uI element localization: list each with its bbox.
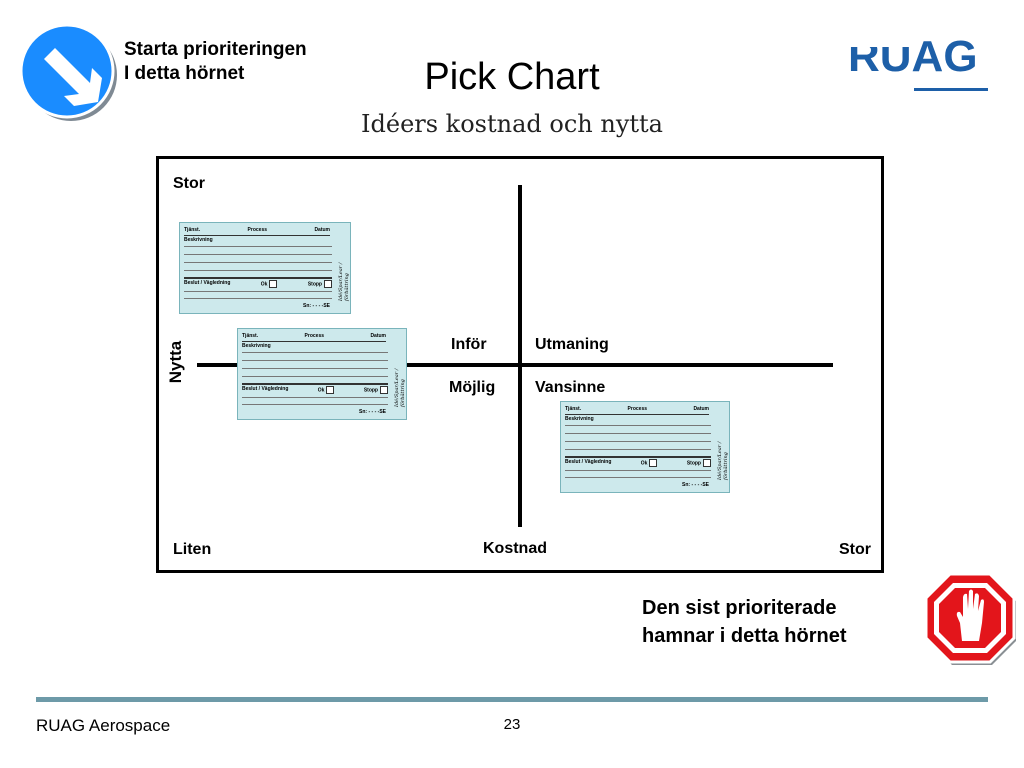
page-title: Pick Chart [424,56,600,98]
page-number: 23 [503,716,521,733]
pick-chart: Stor Liten Kostnad Stor Inför Utmaning M… [156,156,884,573]
page-subtitle: Idéers kostnad och nytta [361,110,663,138]
quadrant-label-bottom-right: Vansinne [535,379,606,396]
y-axis-title: Nytta [166,340,185,384]
arrow-down-right-sign-icon [19,23,117,121]
x-high-label: Stor [839,541,871,558]
stop-note-line2: hamnar i detta hörnet [642,625,847,647]
footer-divider [36,697,988,702]
quadrant-label-top-right: Utmaning [535,336,609,353]
start-note: Starta prioriteringen I detta hörnet [124,38,307,86]
stop-note-line1: Den sist prioriterade [642,597,837,619]
start-note-line2: I detta hörnet [124,63,245,84]
stop-hand-sign-icon [924,572,1016,665]
footer-company: RUAG Aerospace [36,716,171,735]
x-axis-title: Kostnad [483,540,547,557]
y-high-label: Stor [173,175,205,192]
ruag-logo: RUAG [848,33,988,91]
start-note-line1: Starta prioriteringen [124,39,307,60]
quadrant-label-bottom-left: Möjlig [449,379,496,396]
horizontal-axis [197,363,833,367]
vertical-axis [518,185,522,527]
x-low-label: Liten [173,541,212,558]
quadrant-label-top-left: Inför [451,336,487,353]
stop-note: Den sist prioriterade hamnar i detta hör… [642,594,846,650]
